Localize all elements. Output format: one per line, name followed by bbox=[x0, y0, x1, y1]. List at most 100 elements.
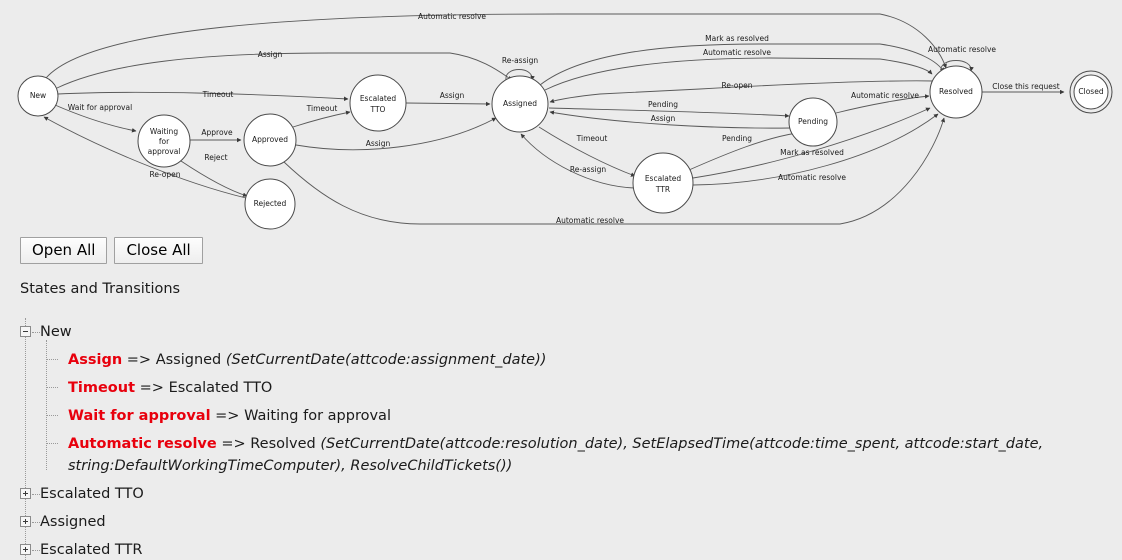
state-node-new[interactable]: New bbox=[17, 75, 59, 117]
edge-approved-assigned-assign bbox=[295, 117, 497, 151]
tree-node-label: New bbox=[40, 324, 72, 340]
state-node-assigned[interactable]: Assigned bbox=[491, 75, 549, 133]
edge-pending-resolved-automatic-resolve bbox=[835, 94, 930, 114]
state-node-pending-label: Pending bbox=[798, 117, 828, 126]
tree-node-label: Escalated TTO bbox=[40, 486, 144, 502]
transition-actions: (SetCurrentDate(attcode:resolution_date)… bbox=[68, 436, 1044, 474]
state-node-waiting-for-approval[interactable]: Waiting for approval bbox=[137, 114, 191, 168]
edge-escttr-pending-pending bbox=[688, 131, 798, 171]
diagram-nodes: New Waiting for approval Approved Re bbox=[17, 65, 1113, 230]
state-node-resolved-label: Resolved bbox=[939, 87, 973, 96]
tree-children: Assign => Assigned (SetCurrentDate(attco… bbox=[40, 340, 1100, 480]
edge-label-approved-esc_tto-7: Timeout bbox=[306, 104, 338, 113]
edge-label-resolved-closed-24: Close this request bbox=[992, 82, 1059, 91]
transition-item[interactable]: Wait for approval => Waiting for approva… bbox=[46, 402, 1100, 430]
expand-icon[interactable] bbox=[20, 488, 31, 499]
edge-resolved-assigned-reopen bbox=[549, 80, 935, 104]
edge-new-resolved-automatic-resolve bbox=[45, 13, 947, 79]
edge-label-new-waiting-3: Wait for approval bbox=[68, 103, 132, 112]
edge-escttr-resolved-automatic-resolve bbox=[692, 113, 939, 186]
edge-label-esc_ttr-resolved-20: Automatic resolve bbox=[778, 173, 846, 182]
edge-new-waiting-wait-for-approval bbox=[54, 104, 137, 133]
edge-label-pending-assigned-15: Assign bbox=[651, 114, 676, 123]
transition-name: Timeout bbox=[68, 380, 136, 396]
tree-node: Escalated TTR bbox=[20, 536, 1100, 560]
collapse-icon[interactable] bbox=[20, 326, 31, 337]
state-node-escalated-ttr-line2: TTR bbox=[655, 185, 670, 194]
edge-label-pending-resolved-21: Automatic resolve bbox=[851, 91, 919, 100]
tree-node-header[interactable]: New bbox=[20, 318, 1100, 346]
state-node-escalated-tto-line2: TTO bbox=[370, 105, 386, 114]
edge-esctto-assigned-assign bbox=[405, 101, 491, 107]
tree-node-header[interactable]: Escalated TTR bbox=[20, 536, 1100, 560]
edge-label-new-assigned-1: Assign bbox=[258, 50, 283, 59]
edge-rejected-new-reopen bbox=[43, 116, 247, 199]
state-node-escalated-ttr-line1: Escalated bbox=[645, 174, 682, 183]
state-node-closed[interactable]: Closed bbox=[1069, 70, 1113, 114]
transition-item[interactable]: Assign => Assigned (SetCurrentDate(attco… bbox=[46, 346, 1100, 374]
edge-label-assigned-pending-14: Pending bbox=[648, 100, 678, 109]
tree-node-header[interactable]: Escalated TTO bbox=[20, 480, 1100, 508]
state-node-closed-label: Closed bbox=[1078, 87, 1103, 96]
edge-label-approved-resolved-23: Automatic resolve bbox=[556, 216, 624, 225]
transition-arrow: => bbox=[122, 352, 156, 368]
edge-label-new-esc_tto-2: Timeout bbox=[202, 90, 234, 99]
transition-arrow: => bbox=[210, 408, 245, 424]
transition-target-state: Assigned bbox=[155, 352, 222, 368]
edge-label-esc_tto-assigned-9: Assign bbox=[440, 91, 465, 100]
expand-icon[interactable] bbox=[20, 516, 31, 527]
tree-node-label: Escalated TTR bbox=[40, 542, 143, 558]
transition-name: Wait for approval bbox=[68, 408, 211, 424]
open-all-button[interactable]: Open All bbox=[20, 237, 108, 264]
edge-approved-esctto-timeout bbox=[292, 110, 351, 128]
edge-assigned-pending-pending bbox=[548, 107, 790, 119]
edge-waiting-rejected-reject bbox=[180, 160, 248, 197]
edge-assigned-resolved-mark-as-resolved bbox=[539, 43, 945, 86]
transition-item[interactable]: Automatic resolve => Resolved (SetCurren… bbox=[46, 430, 1100, 480]
transition-name: Automatic resolve bbox=[68, 436, 217, 452]
state-node-approved-label: Approved bbox=[252, 135, 288, 144]
edge-label-assigned-resolved-11: Mark as resolved bbox=[705, 34, 769, 43]
state-node-pending[interactable]: Pending bbox=[788, 97, 838, 147]
state-node-rejected[interactable]: Rejected bbox=[244, 178, 296, 230]
state-diagram-svg: New Waiting for approval Approved Re bbox=[17, 12, 1113, 230]
edge-assigned-resolved-automatic-resolve bbox=[544, 57, 933, 91]
transition-actions: (SetCurrentDate(attcode:assignment_date)… bbox=[221, 352, 547, 368]
tree-node-label: Assigned bbox=[40, 514, 106, 530]
tree-node-header[interactable]: Assigned bbox=[20, 508, 1100, 536]
page-title: States and Transitions bbox=[20, 281, 181, 297]
expand-icon[interactable] bbox=[20, 544, 31, 555]
state-node-assigned-label: Assigned bbox=[503, 99, 537, 108]
state-node-escalated-tto[interactable]: Escalated TTO bbox=[349, 74, 407, 132]
edge-label-waiting-rejected-6: Reject bbox=[204, 153, 227, 162]
tree-node: Assigned bbox=[20, 508, 1100, 536]
edge-label-rejected-new-4: Re-open bbox=[149, 170, 180, 179]
edge-pending-assigned-assign bbox=[549, 110, 792, 129]
transition-target-state: Escalated TTO bbox=[168, 380, 273, 396]
edge-assigned-assigned-reassign bbox=[505, 69, 535, 81]
close-all-button[interactable]: Close All bbox=[114, 237, 203, 264]
edge-label-esc_ttr-resolved-19: Mark as resolved bbox=[780, 148, 844, 157]
edge-new-assigned-assign bbox=[56, 52, 513, 89]
state-node-resolved[interactable]: Resolved bbox=[929, 65, 983, 119]
edge-label-esc_ttr-assigned-17: Re-assign bbox=[570, 165, 606, 174]
edge-label-assigned-resolved-12: Automatic resolve bbox=[703, 48, 771, 57]
edge-label-new-resolved-0: Automatic resolve bbox=[418, 12, 486, 21]
transition-target-state: Resolved bbox=[250, 436, 316, 452]
edge-label-resolved-assigned-13: Re-open bbox=[721, 81, 752, 90]
transition-arrow: => bbox=[135, 380, 169, 396]
edge-label-approved-assigned-8: Assign bbox=[366, 139, 391, 148]
state-node-waiting-line2: for bbox=[159, 137, 170, 146]
edge-label-waiting-approved-5: Approve bbox=[201, 128, 233, 137]
edge-escttr-assigned-reassign bbox=[520, 133, 635, 189]
transition-item[interactable]: Timeout => Escalated TTO bbox=[46, 374, 1100, 402]
state-diagram: New Waiting for approval Approved Re bbox=[0, 0, 1122, 236]
state-node-approved[interactable]: Approved bbox=[243, 113, 297, 167]
state-node-escalated-tto-line1: Escalated bbox=[360, 94, 397, 103]
state-node-escalated-ttr[interactable]: Escalated TTR bbox=[632, 152, 694, 214]
